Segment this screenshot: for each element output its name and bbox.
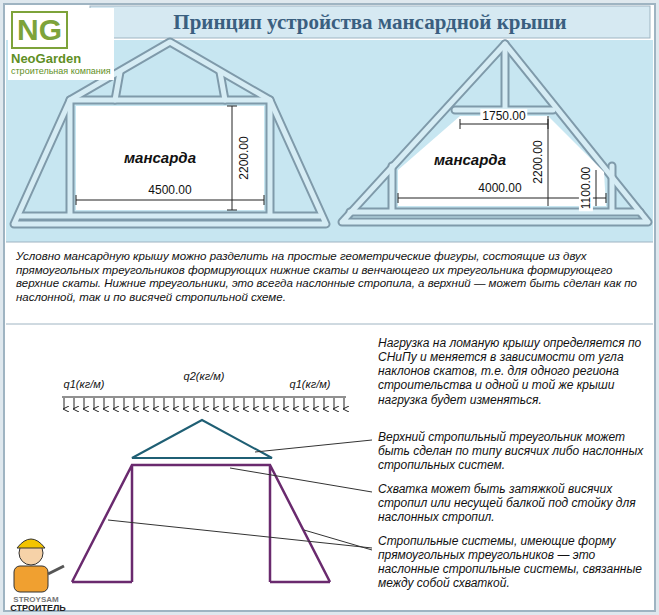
load-arrow: [224, 398, 225, 409]
dimension: 4000.00: [476, 181, 523, 195]
load-arrow: [184, 398, 185, 409]
load-arrow: [234, 398, 235, 409]
load-arrow: [174, 398, 175, 409]
logo-box: NG NeoGardenстроительная компания: [8, 8, 114, 80]
title-band: [90, 6, 650, 38]
load-arrow: [304, 398, 305, 409]
callout-note: Стропильные системы, имеющие форму прямо…: [378, 534, 646, 591]
load-arrow: [154, 398, 155, 409]
load-arrow: [104, 398, 105, 409]
logo-text: NeoGarden: [11, 51, 111, 66]
logo-text: строительная компания: [11, 66, 111, 77]
load-arrow: [314, 398, 315, 409]
load-label: q2(кг/м): [182, 370, 227, 383]
load-arrow: [344, 398, 345, 409]
dimension: 4500.00: [146, 183, 193, 197]
load-arrow: [84, 398, 85, 409]
lower-rafters: [72, 465, 330, 582]
callout-note: Схватка может быть затяжкой висячих стро…: [378, 482, 646, 524]
load-arrow: [264, 398, 265, 409]
separator: [6, 242, 653, 243]
separator: [6, 324, 653, 325]
load-arrow: [144, 398, 145, 409]
dimension: 1750.00: [480, 109, 527, 123]
load-arrow: [134, 398, 135, 409]
callout-note: Нагрузка на ломаную крышу определяется п…: [378, 336, 646, 407]
load-arrow: [214, 398, 215, 409]
title: Принцип устройства мансардной крыши: [173, 10, 566, 35]
attic-truss: [342, 44, 648, 222]
watermark: СТРОИТЕЛЬ: [10, 603, 65, 614]
load-arrow: [204, 398, 205, 409]
load-arrow: [334, 398, 335, 409]
upper-triangle: [132, 420, 272, 458]
load-arrow: [324, 398, 325, 409]
load-label: q1(кг/м): [288, 378, 333, 391]
room-label: мансарда: [124, 149, 196, 167]
dimension: 2200.00: [237, 134, 251, 181]
dimension: 2200.00: [531, 138, 545, 185]
load-arrow: [244, 398, 245, 409]
load-label: q1(кг/м): [62, 378, 107, 391]
load-arrow: [124, 398, 125, 409]
load-arrow: [254, 398, 255, 409]
load-arrow: [274, 398, 275, 409]
frame: [4, 4, 655, 611]
callout-note: Верхний стропильный треугольник может бы…: [378, 430, 646, 472]
builder-figure: [14, 539, 64, 592]
load-arrow: [64, 398, 65, 409]
leader-lines: [108, 440, 372, 550]
load-arrow: [194, 398, 195, 409]
load-arrow: [114, 398, 115, 409]
dimension-lines: [76, 106, 264, 210]
load-arrow: [294, 398, 295, 409]
load-arrows: [64, 398, 344, 409]
load-arrow: [74, 398, 75, 409]
load-arrow: [94, 398, 95, 409]
drawing-panel: [6, 40, 653, 242]
load-arrow: [164, 398, 165, 409]
dimension-lines: [398, 116, 606, 206]
room-label: мансарда: [434, 151, 506, 169]
logo-text: NG: [11, 11, 68, 49]
load-arrow: [284, 398, 285, 409]
load-arrows: [62, 397, 346, 398]
dimension: 1100.00: [579, 165, 593, 212]
description: Условно мансардную крышу можно разделить…: [16, 250, 644, 304]
